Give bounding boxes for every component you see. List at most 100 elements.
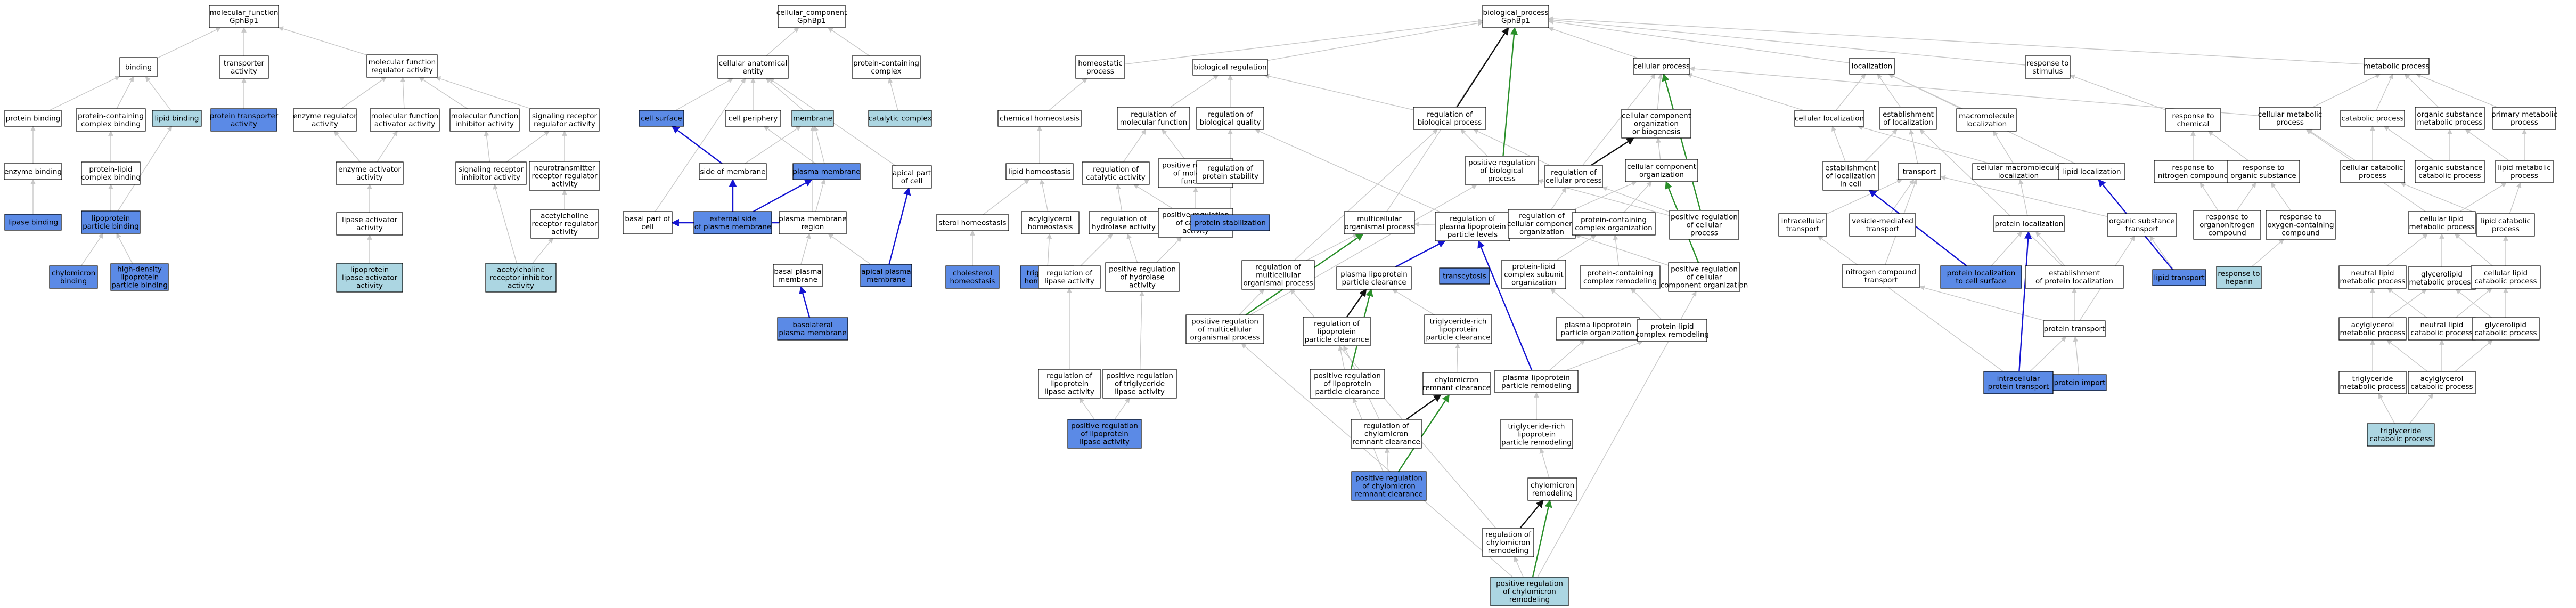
go-term-node[interactable]: protein import bbox=[2052, 374, 2107, 391]
go-term-node[interactable]: protein transport bbox=[2043, 320, 2106, 337]
go-term-node[interactable]: side of membrane bbox=[699, 163, 767, 180]
go-term-node[interactable]: chemical homeostasis bbox=[997, 110, 1082, 127]
go-term-node[interactable]: cell surface bbox=[639, 110, 684, 127]
go-term-node[interactable]: lipase binding bbox=[4, 214, 62, 231]
go-term-node[interactable]: metabolic process bbox=[2364, 58, 2430, 75]
go-term-node[interactable]: sterol homeostasis bbox=[936, 214, 1009, 231]
go-term-node[interactable]: biological regulation bbox=[1192, 59, 1268, 76]
go-term-node[interactable]: protein binding bbox=[4, 110, 62, 127]
go-term-node[interactable]: catalytic complex bbox=[868, 110, 932, 127]
go-term-node[interactable]: protein localization bbox=[1993, 215, 2065, 232]
go-term-node[interactable]: localization bbox=[1849, 58, 1895, 75]
go-term-node[interactable]: cellular process bbox=[1633, 58, 1690, 75]
go-term-node[interactable]: membrane bbox=[791, 110, 834, 127]
go-term-node[interactable]: protein stabilization bbox=[1190, 214, 1270, 231]
go-term-node[interactable]: cellular localization bbox=[1794, 110, 1864, 127]
go-term-node[interactable]: binding bbox=[119, 57, 158, 77]
